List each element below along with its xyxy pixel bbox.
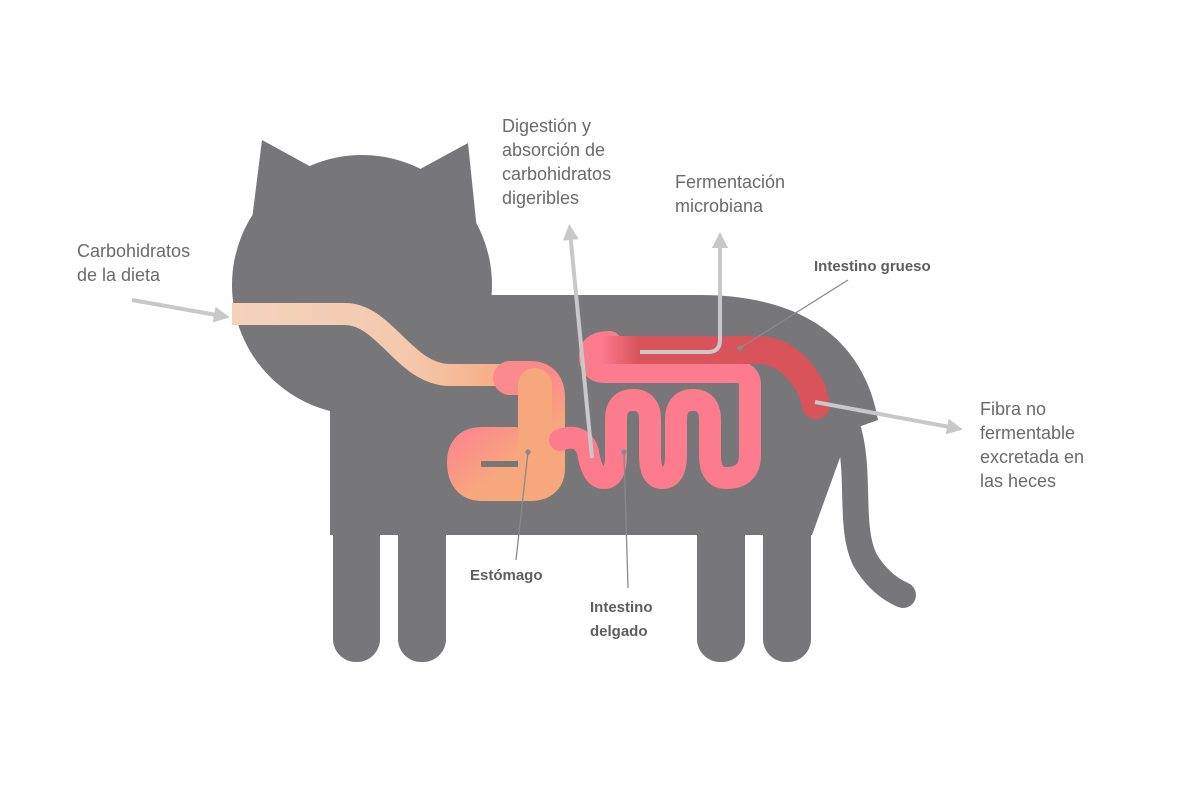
leader-lines	[515, 279, 849, 589]
cat-leg	[398, 500, 446, 662]
small-intestine	[549, 331, 761, 489]
leader-large-intestine	[739, 279, 849, 349]
large-intestine	[591, 336, 830, 419]
leader-small-intestine	[623, 451, 629, 589]
arrow-fermentation	[640, 232, 728, 354]
label-small-intestine: Intestino delgado	[590, 599, 657, 640]
cat-tail	[822, 387, 916, 608]
label-fermentation: Fermentación microbiana	[675, 172, 790, 216]
cat-body	[330, 295, 878, 535]
esophagus	[232, 303, 520, 386]
label-fiber: Fibra no fermentable excretada en las he…	[980, 399, 1089, 491]
label-stomach: Estómago	[470, 567, 543, 584]
arrow-diet-in	[131, 298, 230, 323]
digestive-tract	[232, 303, 830, 501]
cat-leg	[763, 500, 811, 662]
arrow-fiber-out	[814, 400, 963, 435]
flow-arrows	[131, 224, 963, 459]
leader-stomach	[515, 451, 529, 561]
cat-leg	[333, 500, 380, 662]
arrow-absorption	[562, 224, 594, 459]
cat-leg	[697, 500, 745, 662]
label-diet-carbs: Carbohidratos de la dieta	[77, 241, 195, 285]
label-digestion: Digestión y absorción de carbohidratos d…	[502, 116, 616, 208]
label-large-intestine: Intestino grueso	[814, 258, 931, 275]
